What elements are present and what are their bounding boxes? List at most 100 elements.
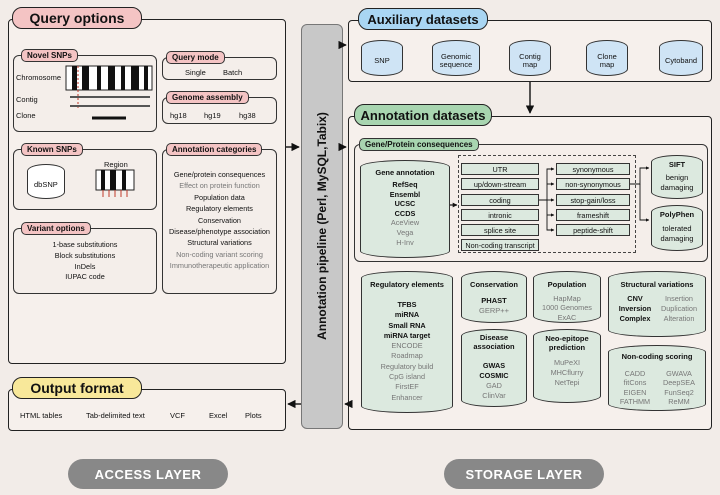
noncoding-item: fitCons (623, 378, 647, 388)
disease-item: COSMIC (479, 371, 509, 380)
output-format-title: Output format (12, 377, 142, 399)
conservation-item: PHAST (481, 296, 507, 305)
known-snps-title: Known SNPs (21, 143, 83, 156)
assembly-hg19[interactable]: hg19 (204, 111, 221, 120)
output-vcf[interactable]: VCF (170, 411, 185, 420)
regulatory-item: TFBS (397, 300, 417, 309)
query-mode-batch[interactable]: Batch (223, 68, 243, 77)
noncoding-cylinder (608, 345, 706, 411)
aux-snp-cylinder (361, 40, 403, 76)
variant-item[interactable]: InDels (74, 261, 96, 271)
region-label: Region (104, 160, 128, 169)
neo-epitope-title: Neo-epitope prediction (545, 334, 589, 352)
regulatory-title: Regulatory elements (370, 280, 444, 289)
auxiliary-datasets-title: Auxiliary datasets (358, 8, 488, 30)
noncoding-item: GWAVA (666, 369, 692, 378)
aux-snp-label: SNP (374, 56, 390, 65)
regulatory-item: FirstEF (395, 382, 419, 392)
category-item[interactable]: Structural variations (187, 238, 252, 248)
assembly-hg18[interactable]: hg18 (170, 111, 187, 120)
structural-col2: Insertion Duplication Alteration (656, 294, 702, 324)
neo-item: MuPeXI (554, 358, 580, 367)
category-item[interactable]: Regulatory elements (186, 204, 253, 214)
aux-contig-label: Contig map (519, 52, 541, 69)
structural-item: Inversion (618, 304, 652, 313)
region-utr: UTR (461, 163, 539, 175)
assembly-hg38[interactable]: hg38 (239, 111, 256, 120)
gene-db: Vega (396, 227, 414, 237)
storage-layer-label: STORAGE LAYER (444, 459, 604, 489)
annotation-pipeline-bar (301, 24, 343, 429)
structural-item: Complex (619, 314, 651, 323)
variant-options-list: 1-base substitutions Block substitutions… (13, 240, 157, 283)
noncoding-col1: CADD fitCons EIGEN FATHMM (612, 369, 658, 407)
annotation-categories-title: Annotation categories (166, 143, 263, 156)
sift-item: damaging (660, 183, 694, 192)
regulatory-item: Enhancer (391, 392, 423, 402)
region-diagram (95, 169, 135, 197)
disease-item: GWAS (482, 361, 506, 370)
aux-genomic-label: Genomic sequence (439, 52, 473, 69)
category-item[interactable]: Disease/phenotype association (168, 227, 270, 237)
population-item: HapMap (553, 294, 581, 303)
output-plots[interactable]: Plots (245, 411, 262, 420)
category-item[interactable]: Non-coding variant scoring (176, 249, 263, 259)
regulatory-cylinder (361, 271, 453, 413)
polyphen-cylinder (651, 205, 703, 251)
output-tsv[interactable]: Tab-delimited text (86, 411, 145, 420)
category-item[interactable]: Population data (194, 192, 245, 202)
novel-label-chromosome: Chromosome (16, 73, 62, 82)
category-item[interactable]: Gene/protein consequences (173, 170, 266, 179)
variant-options-box (13, 228, 157, 294)
noncoding-item: FATHMM (619, 397, 651, 407)
query-options-title: Query options (12, 7, 142, 29)
dbsnp-cylinder (27, 164, 65, 199)
category-item[interactable]: Conservation (198, 215, 241, 225)
aux-clone-cylinder (586, 40, 628, 76)
query-mode-single[interactable]: Single (185, 68, 206, 77)
annotation-datasets-title: Annotation datasets (354, 104, 492, 126)
gene-db: RefSeq (392, 180, 418, 189)
dbsnp-label: dbSNP (34, 180, 58, 189)
category-item[interactable]: Effect on protein function (179, 181, 260, 191)
chromosome-diagram (65, 65, 153, 120)
regulatory-item: Regulatory build (380, 361, 434, 371)
variant-item[interactable]: IUPAC code (65, 272, 105, 282)
regulatory-item: ENCODE (391, 341, 423, 351)
structural-cylinder (608, 271, 706, 337)
noncoding-item: EIGEN (623, 387, 647, 397)
gene-protein-title: Gene/Protein consequences (359, 138, 479, 151)
regulatory-item: Roadmap (391, 351, 423, 361)
noncoding-item: DeepSEA (662, 378, 696, 388)
structural-item: Alteration (663, 314, 695, 323)
access-layer-label: ACCESS LAYER (68, 459, 228, 489)
regulatory-item: CpG island (388, 372, 426, 382)
category-item[interactable]: Immunotherapeutic application (169, 261, 270, 271)
structural-title: Structural variations (620, 280, 694, 289)
region-updown: up/down-stream (461, 178, 539, 190)
variant-item[interactable]: 1-base substitutions (52, 240, 118, 249)
region-noncoding: Non-coding transcript (461, 239, 539, 251)
disease-title: Disease association (473, 333, 515, 351)
neo-epitope-list: MuPeXI MHCflurry NetTepi (533, 358, 601, 388)
population-item: ExAC (557, 312, 577, 322)
output-html[interactable]: HTML tables (20, 411, 63, 420)
noncoding-col2: GWAVA DeepSEA FunSeq2 ReMM (656, 369, 702, 407)
aux-genomic-cylinder (432, 40, 480, 76)
polyphen-item: tolerated (662, 224, 692, 233)
region-intronic: intronic (461, 209, 539, 221)
disease-item: ClinVar (482, 391, 506, 400)
gene-db: CCDS (394, 208, 416, 218)
aux-contig-cylinder (509, 40, 551, 76)
sift-item: benign (665, 173, 689, 182)
polyphen-item: damaging (660, 234, 694, 243)
conservation-cylinder (461, 271, 527, 323)
variant-item[interactable]: Block substitutions (54, 250, 116, 260)
gene-regions-dashed-box (458, 155, 636, 253)
structural-item: Insertion (665, 294, 693, 303)
population-item: 1000 Genomes (542, 303, 592, 313)
output-excel[interactable]: Excel (209, 411, 228, 420)
polyphen-title: PolyPhen (659, 210, 695, 219)
population-cylinder (533, 271, 601, 323)
